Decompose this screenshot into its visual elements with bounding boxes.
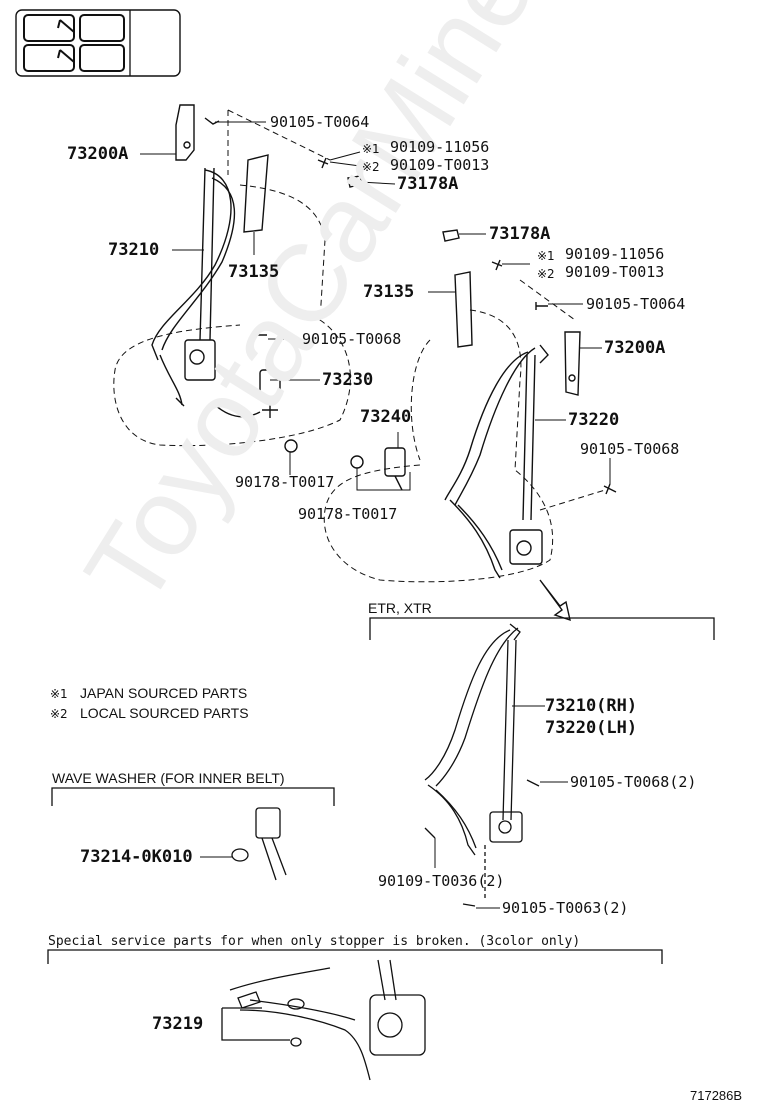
note-local-sourced: LOCAL SOURCED PARTS [80,705,249,721]
mark-1-right: ※1 [537,249,555,263]
note-mark-1: ※1 [50,687,68,701]
label-73230: 73230 [322,370,374,390]
note-japan-sourced: JAPAN SOURCED PARTS [80,685,248,701]
label-90109-11056-top: 90109-11056 [390,138,490,156]
label-73135-left: 73135 [228,262,280,282]
mark-1-top: ※1 [362,142,380,156]
label-90105-t0068-2: 90105-T0068(2) [570,773,697,791]
right-seat-outline [323,279,606,583]
label-90105-t0068-right: 90105-T0068 [580,440,680,458]
seat-layout-icon [15,9,181,77]
belt-73210-drawing [151,104,363,453]
label-73240: 73240 [360,407,412,427]
diagram-id: 717286B [690,1088,743,1103]
label-73200a-top: 73200A [67,144,129,164]
label-73200a-right: 73200A [604,338,666,358]
special-service-section [47,949,663,1081]
label-90105-t0064-right: 90105-T0064 [586,295,686,313]
label-73220-lh: 73220(LH) [545,718,638,738]
mark-2-top: ※2 [362,160,380,174]
label-90109-t0013-top: 90109-T0013 [390,156,490,174]
label-73219: 73219 [152,1014,204,1034]
belt-73220-drawing [350,229,617,622]
label-etr-xtr: ETR, XTR [368,600,432,616]
label-73178a-top: 73178A [397,174,459,194]
label-73210-rh: 73210(RH) [545,696,638,716]
label-90109-11056-right: 90109-11056 [565,245,665,263]
label-90178-t0017-b: 90178-T0017 [298,505,398,523]
label-90178-t0017-a: 90178-T0017 [235,473,335,491]
left-seat-outline [113,109,351,447]
label-90105-t0063-2: 90105-T0063(2) [502,899,629,917]
label-73220: 73220 [568,410,620,430]
label-special-service: Special service parts for when only stop… [48,934,581,949]
leader-lines [140,121,611,909]
label-90109-t0013-right: 90109-T0013 [565,263,665,281]
wave-washer-section [51,787,335,881]
label-90109-t0036-2: 90109-T0036(2) [378,872,505,890]
label-73210: 73210 [108,240,160,260]
mark-2-right: ※2 [537,267,555,281]
label-73214-0k010: 73214-0K010 [80,847,193,867]
label-90105-t0068-left: 90105-T0068 [302,330,402,348]
etr-xtr-section [369,617,715,907]
label-73135-right: 73135 [363,282,415,302]
label-wave-washer: WAVE WASHER (FOR INNER BELT) [52,770,285,786]
note-mark-2: ※2 [50,707,68,721]
label-90105-t0064-top: 90105-T0064 [270,113,370,131]
label-73178a-right: 73178A [489,224,551,244]
